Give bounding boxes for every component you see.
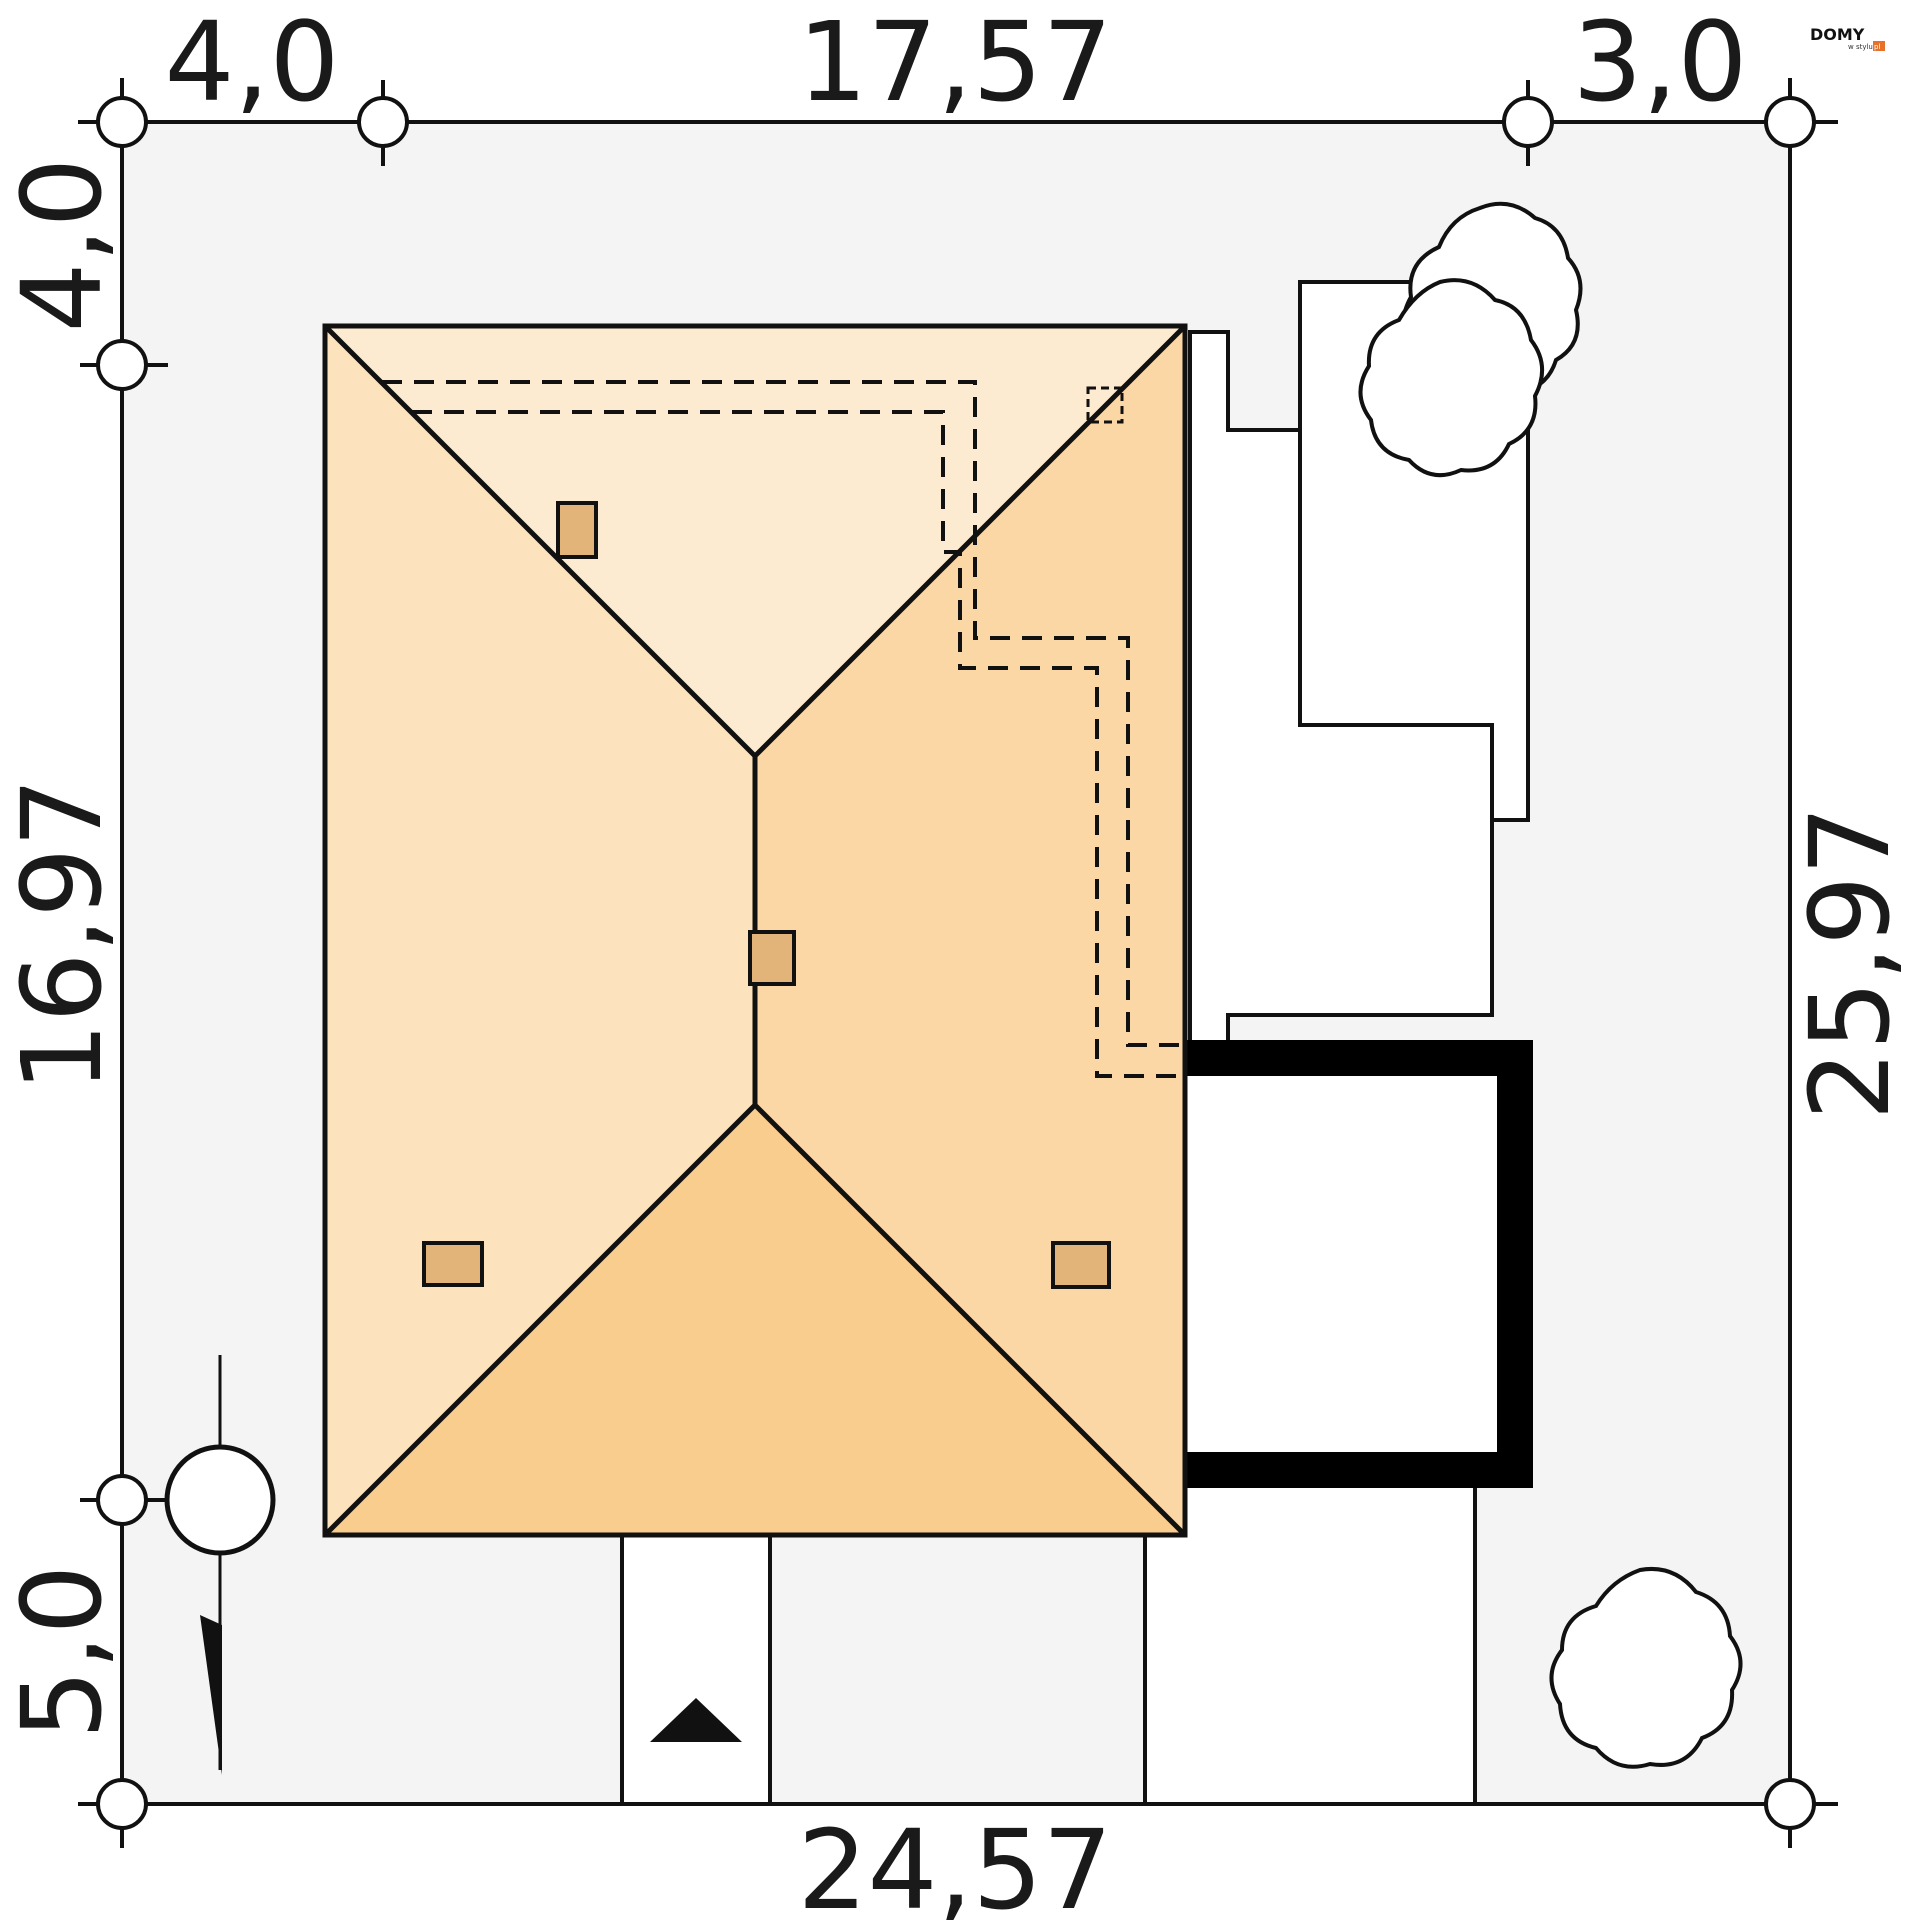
roof-facet-top — [325, 326, 1185, 756]
entrance-arrow-icon — [650, 1698, 742, 1742]
logo-suffix: pl — [1874, 43, 1880, 51]
node-bottom-left — [96, 1778, 148, 1830]
dim-top-right-setback: 3,0 — [1573, 0, 1748, 126]
roof-outline — [322, 323, 1188, 1538]
dimension-nodes — [80, 80, 1816, 1830]
roof-facet-bottom — [325, 1105, 1185, 1535]
dim-left-top-setback: 4,0 — [0, 158, 126, 333]
roof-facet-right — [755, 326, 1185, 1535]
chimney-2 — [748, 930, 796, 986]
dim-bottom-total-width: 24,57 — [798, 1806, 1113, 1920]
logo-accent — [1873, 41, 1885, 51]
node-left-1 — [96, 339, 148, 391]
garage-apron — [1145, 1470, 1475, 1804]
wall-outline-outer — [382, 380, 1185, 1047]
node-bottom-right — [1764, 1778, 1816, 1830]
hip-line-ne — [753, 324, 1187, 758]
node-top-right — [1764, 96, 1816, 148]
chimney-1 — [556, 501, 598, 559]
hip-line-sw — [323, 1103, 757, 1537]
tree-icon-top-right — [1358, 201, 1583, 478]
logo-tagline: w stylu — [1848, 43, 1873, 51]
brand-logo: DOMY w stylu pl — [1810, 25, 1885, 51]
entrance-path — [622, 1535, 770, 1804]
garage-white — [1185, 1048, 1497, 1478]
hip-line-nw — [323, 324, 757, 758]
dim-right-total-depth: 25,97 — [1786, 806, 1914, 1121]
logo-name: DOMY — [1810, 25, 1865, 44]
terrace-inner-line — [1298, 430, 1494, 820]
hip-line-se — [753, 1103, 1187, 1537]
node-left-2 — [96, 1474, 148, 1526]
dim-left-house-depth: 16,97 — [0, 778, 126, 1093]
node-top-left — [96, 96, 148, 148]
dim-left-bottom-setback: 5,0 — [0, 1565, 126, 1740]
wall-outline-inner — [412, 410, 1185, 1078]
chimney-3 — [422, 1241, 484, 1287]
node-top-2 — [1502, 96, 1554, 148]
garage-walls — [1185, 1040, 1533, 1488]
roof-facet-left — [325, 326, 755, 1535]
node-top-1 — [357, 96, 409, 148]
tree-icon-bottom-right — [1549, 1567, 1743, 1769]
dim-top-house-width: 17,57 — [798, 0, 1113, 126]
dim-top-left-setback: 4,0 — [165, 0, 340, 126]
chimney-4 — [1051, 1241, 1111, 1289]
skylight — [1086, 386, 1124, 424]
